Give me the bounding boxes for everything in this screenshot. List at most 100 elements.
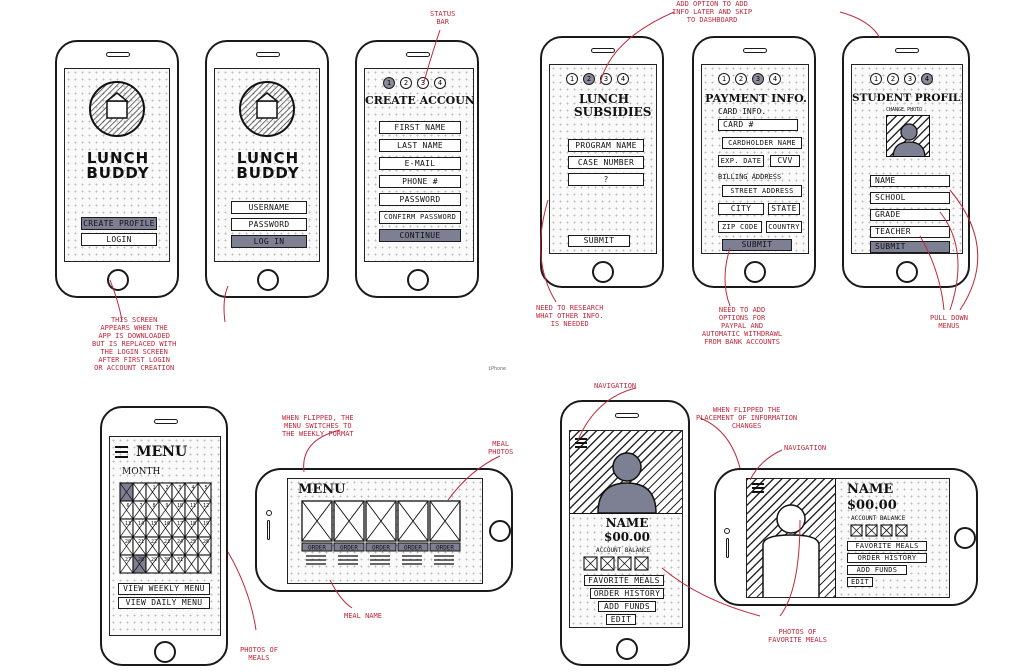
month-label: MONTH (122, 467, 161, 477)
log-in-button[interactable]: LOG IN (231, 235, 307, 248)
last-name-field[interactable]: LAST NAME (379, 139, 461, 152)
person-avatar-icon (892, 123, 926, 156)
photo-placeholder-cross (365, 500, 397, 542)
step-4: 4 (921, 73, 933, 85)
balance-label: ACCOUNT BALANCE (596, 547, 651, 554)
exp-date-field[interactable]: EXP. DATE (718, 155, 764, 167)
first-name-field[interactable]: FIRST NAME (379, 121, 461, 134)
add-funds-button[interactable]: ADD FUNDS (847, 565, 907, 575)
calendar-day-number: 25 (190, 539, 196, 545)
favorite-meals-button[interactable]: FAVORITE MEALS (847, 541, 927, 551)
edit-button[interactable]: EDIT (847, 577, 873, 587)
username-input[interactable]: USERNAME (231, 201, 307, 214)
status-bar: 1 2 3 4 (383, 77, 446, 89)
annotation-pulldown-menus: PULL DOWN MENUS (930, 314, 968, 330)
photo-placeholder-cross (132, 554, 147, 574)
home-button (744, 261, 766, 283)
cvv-field[interactable]: CVV (770, 155, 800, 167)
step-1: 1 (718, 73, 730, 85)
state-field[interactable]: STATE (768, 203, 800, 215)
phone-login: LUNCH BUDDY USERNAME PASSWORD LOG IN (205, 40, 329, 298)
photo-placeholder-cross (158, 554, 173, 574)
case-number-field[interactable]: CASE NUMBER (568, 156, 644, 169)
calendar-day-number: 19 (203, 521, 209, 527)
calendar-day-number: 4 (191, 485, 194, 491)
teacher-dropdown[interactable]: TEACHER (870, 226, 950, 238)
profile-photo-panel (747, 479, 836, 597)
step-4: 4 (769, 73, 781, 85)
photo-placeholder-cross (600, 556, 615, 571)
photo-placeholder-cross (132, 482, 147, 502)
photo-placeholder-cross (132, 536, 147, 556)
card-number-field[interactable]: CARD # (718, 119, 798, 131)
submit-button[interactable]: SUBMIT (568, 235, 630, 247)
add-funds-button[interactable]: ADD FUNDS (598, 601, 656, 612)
change-photo-label[interactable]: CHANGE PHOTO (886, 107, 923, 113)
city-field[interactable]: CITY (718, 203, 764, 215)
zip-code-field[interactable]: ZIP CODE (718, 221, 762, 233)
favorite-meals-button[interactable]: FAVORITE MEALS (584, 575, 664, 586)
step-2: 2 (583, 73, 595, 85)
country-field[interactable]: COUNTRY (766, 221, 802, 233)
login-button[interactable]: LOGIN (81, 233, 157, 246)
confirm-password-field[interactable]: CONFIRM PASSWORD (379, 211, 461, 224)
step-2: 2 (400, 77, 412, 89)
phone-account-landscape: NAME $00.00 ACCOUNT BALANCE FAVORITE MEA… (714, 468, 978, 606)
password-field[interactable]: PASSWORD (379, 193, 461, 206)
edit-button[interactable]: EDIT (606, 614, 636, 625)
balance-label: ACCOUNT BALANCE (851, 515, 906, 522)
annotation-research-note: NEED TO RESEARCH WHAT OTHER INFO. IS NEE… (536, 304, 604, 328)
view-weekly-menu-button[interactable]: VIEW WEEKLY MENU (118, 583, 210, 595)
grade-dropdown[interactable]: GRADE (870, 209, 950, 221)
create-profile-button[interactable]: CREATE PROFILE (81, 217, 157, 230)
school-dropdown[interactable]: SCHOOL (870, 192, 950, 204)
view-daily-menu-button[interactable]: VIEW DAILY MENU (118, 597, 210, 609)
person-avatar-icon (597, 452, 657, 513)
phone-field[interactable]: PHONE # (379, 175, 461, 188)
submit-button[interactable]: SUBMIT (870, 241, 950, 253)
street-address-field[interactable]: STREET ADDRESS (722, 185, 802, 197)
calendar-day-number: 6 (126, 503, 129, 509)
speaker (106, 52, 130, 57)
navigation-menu-icon[interactable] (574, 437, 594, 451)
order-button (397, 542, 429, 552)
photo-placeholder-cross (171, 554, 186, 574)
photo-placeholder-cross (171, 482, 186, 502)
photo-placeholder-cross (132, 500, 147, 520)
hamburger-menu-icon[interactable] (114, 445, 134, 461)
calendar-day-number: 17 (177, 521, 183, 527)
cardholder-name-field[interactable]: CARDHOLDER NAME (722, 137, 802, 149)
email-field[interactable]: E-MAIL (379, 157, 461, 170)
unknown-field[interactable]: ? (568, 173, 644, 186)
navigation-menu-icon[interactable] (751, 482, 769, 494)
order-history-button[interactable]: ORDER HISTORY (847, 553, 927, 563)
photo-placeholder-cross (634, 556, 649, 571)
calendar-day-number: 31 (177, 557, 183, 563)
photo-placeholder-cross (119, 500, 134, 520)
continue-button[interactable]: CONTINUE (379, 229, 461, 242)
photo-placeholder-cross (145, 536, 160, 556)
order-button (365, 542, 397, 552)
favorite-meal-photos[interactable] (583, 556, 674, 571)
program-name-field[interactable]: PROGRAM NAME (568, 139, 644, 152)
page-title: LUNCH SUBSIDIES (574, 92, 652, 119)
profile-photo[interactable] (886, 115, 930, 157)
photo-placeholder-cross (158, 536, 173, 556)
name-dropdown[interactable]: NAME (870, 175, 950, 187)
photo-placeholder-cross (197, 536, 212, 556)
photo-placeholder-cross (119, 482, 134, 502)
speaker (256, 52, 280, 57)
password-input[interactable]: PASSWORD (231, 218, 307, 231)
calendar-day-number: 29 (151, 557, 157, 563)
photo-placeholder-cross (301, 500, 333, 542)
order-button (301, 542, 333, 552)
annotation-flipped-info: WHEN FLIPPED THE PLACEMENT OF INFORMATIO… (696, 406, 798, 430)
annotation-navigation-portrait: NAVIGATION (594, 382, 637, 390)
step-3: 3 (904, 73, 916, 85)
favorite-meal-photos[interactable] (850, 524, 931, 539)
order-history-button[interactable]: ORDER HISTORY (590, 588, 664, 599)
annotation-meal-photos: MEAL PHOTOS (488, 440, 514, 456)
submit-button[interactable]: SUBMIT (722, 239, 792, 251)
